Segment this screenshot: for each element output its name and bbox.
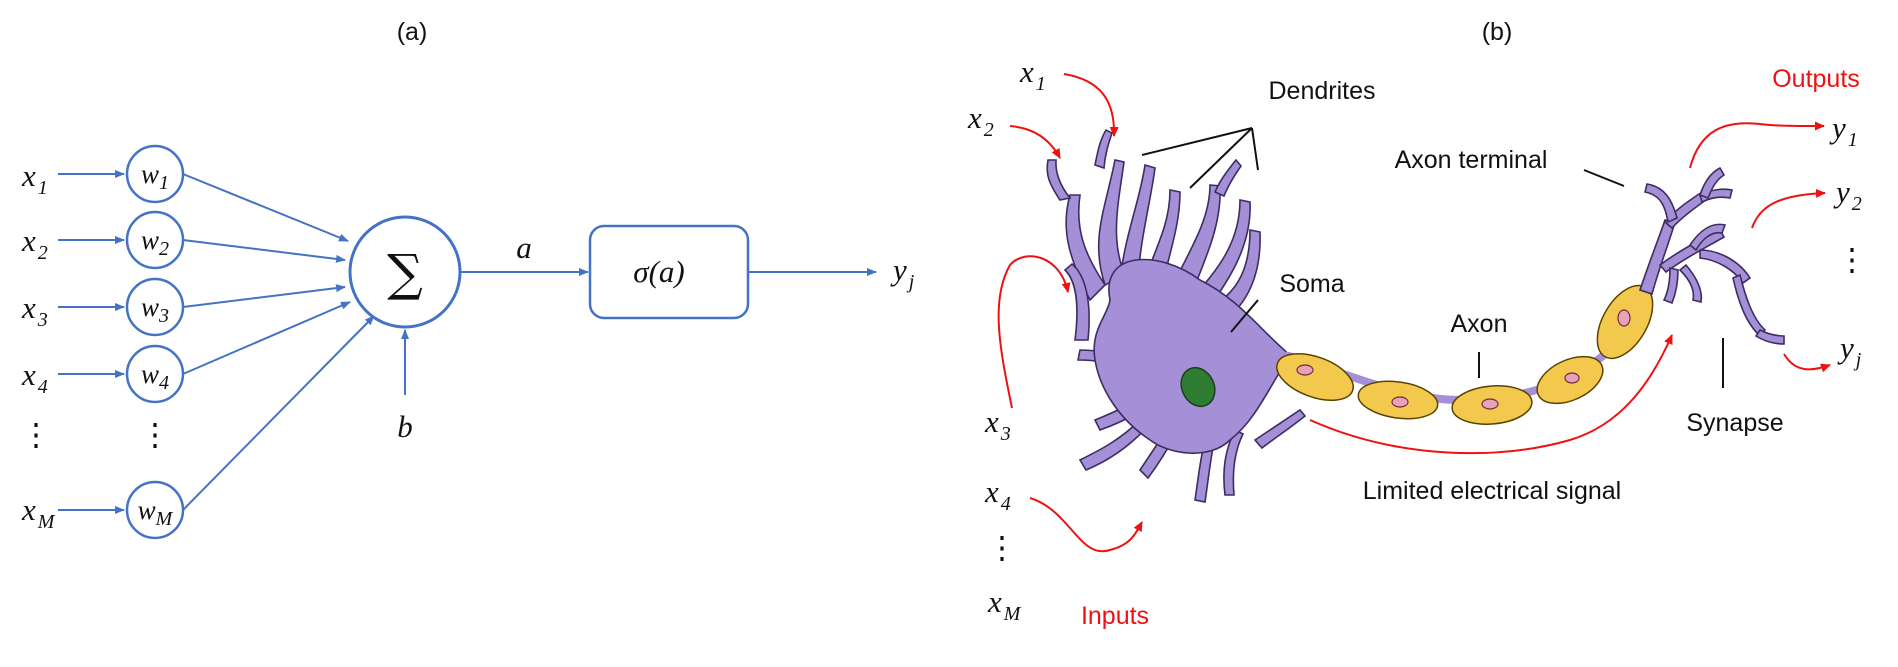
panel-b: (b) (967, 18, 1868, 630)
summation-node: ∑ (348, 215, 462, 329)
sum-symbol: ∑ (387, 244, 423, 302)
panel-b-caption: (b) (1482, 18, 1513, 46)
neuron-input-ellipsis: ⋮ (987, 530, 1018, 565)
dendrites-label: Dendrites (1269, 77, 1376, 105)
weight-arrow-2 (182, 239, 346, 263)
weight-node-4: w4 (125, 344, 185, 404)
input-arrows (58, 170, 125, 514)
arrow-x1 (1063, 73, 1119, 137)
weight-node-1: w1 (125, 144, 185, 204)
weight-ellipsis: ⋮ (140, 417, 171, 452)
nucleus-shape (1180, 366, 1216, 408)
axon-terminal-shape (1638, 166, 1785, 345)
arrow-x4 (1029, 497, 1143, 553)
soma-shape (1093, 258, 1292, 454)
svg-text:w2: w2 (141, 225, 169, 260)
weight-arrow-3 (182, 284, 346, 308)
bias-label: b (397, 409, 413, 444)
myelin-nuclei (1296, 309, 1631, 410)
axon-terminal-label: Axon terminal (1395, 146, 1548, 174)
function-label: σ(a) (633, 254, 684, 289)
svg-text:w1: w1 (141, 159, 169, 194)
weight-node-2: w2 (125, 210, 185, 270)
weight-arrow-4 (182, 301, 351, 375)
weight-to-sum-arrows (182, 173, 375, 511)
myelin-segment-1 (1276, 353, 1354, 401)
soma-pointer (1230, 299, 1259, 333)
arrow-y2 (1751, 188, 1826, 229)
axon-terminal-pointer (1583, 169, 1625, 187)
svg-text:w3: w3 (141, 292, 169, 327)
dendrites-pointer-1 (1141, 127, 1253, 156)
axon-label: Axon (1451, 310, 1508, 338)
neuron-output-ellipsis: ⋮ (1837, 242, 1868, 277)
weight-arrow-1 (182, 173, 349, 242)
svg-text:wM: wM (138, 495, 174, 530)
signal-label: Limited electrical signal (1363, 477, 1621, 505)
label-pointer-lines (1141, 127, 1724, 388)
arrow-yj (1783, 353, 1831, 373)
arrow-x2 (1009, 125, 1061, 159)
myelin-sheaths (1276, 284, 1654, 425)
arrow-x3 (997, 255, 1071, 409)
panel-a-caption: (a) (397, 18, 428, 46)
inputs-label: Inputs (1081, 602, 1149, 630)
synapse-label: Synapse (1686, 409, 1783, 437)
svg-text:w4: w4 (141, 359, 169, 394)
activation-function-box: σ(a) (588, 224, 750, 320)
weight-arrow-M (182, 315, 375, 511)
arrow-y1 (1689, 121, 1825, 169)
signal-arrows (997, 73, 1831, 553)
activation-label: a (516, 230, 532, 265)
weight-node-3: w3 (125, 277, 185, 337)
arrow-signal (1309, 334, 1673, 455)
weight-nodes: w1 w2 w3 w4 ⋮ wM (125, 144, 185, 540)
weight-node-M: wM (125, 480, 185, 540)
dendrites-pointer-2 (1189, 127, 1253, 189)
dendrites-pointer-3 (1251, 127, 1259, 171)
soma-label: Soma (1279, 270, 1344, 298)
input-ellipsis: ⋮ (21, 417, 52, 452)
neuron-illustration (1046, 128, 1785, 503)
outputs-label: Outputs (1772, 65, 1860, 93)
